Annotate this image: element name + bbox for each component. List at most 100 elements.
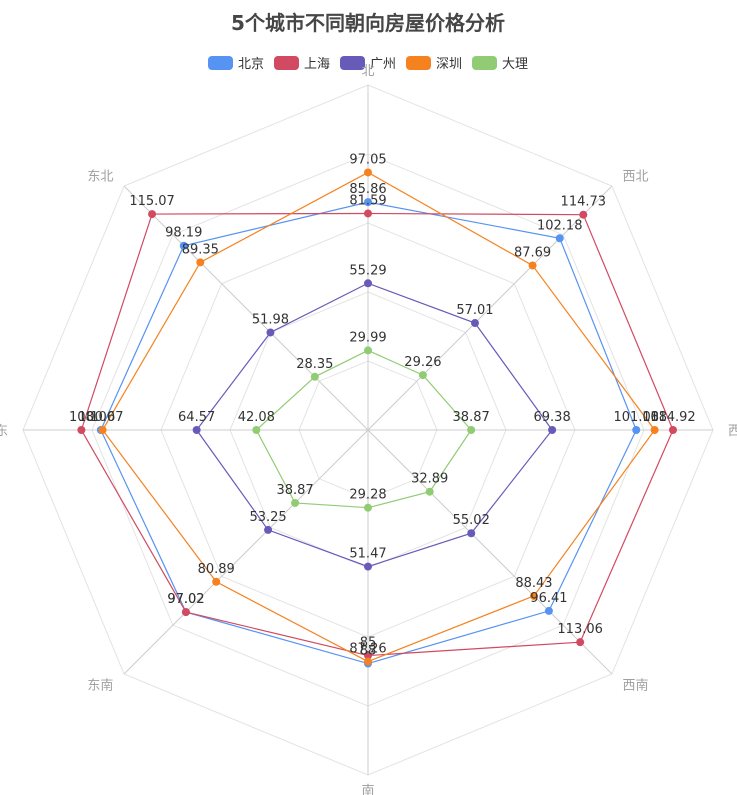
axis-line-7 (123, 185, 369, 431)
data-point[interactable] (632, 426, 641, 434)
data-point[interactable] (470, 319, 479, 328)
legend-item-1[interactable]: 上海 (274, 56, 330, 72)
legend-label: 深圳 (436, 57, 462, 72)
data-point[interactable] (467, 529, 476, 538)
data-point[interactable] (555, 234, 564, 243)
axis-label-7: 东北 (87, 169, 113, 184)
data-point[interactable] (548, 426, 557, 434)
data-label: 100.67 (78, 410, 124, 425)
data-point[interactable] (425, 487, 434, 496)
data-point[interactable] (364, 562, 372, 571)
legend-item-2[interactable]: 广州 (340, 56, 396, 72)
data-point[interactable] (528, 261, 537, 270)
data-point[interactable] (544, 606, 553, 615)
data-label: 97.02 (167, 592, 204, 607)
legend-swatch (472, 56, 497, 70)
chart-title: 5个城市不同朝向房屋价格分析 (231, 11, 505, 35)
data-point[interactable] (364, 503, 372, 512)
data-point[interactable] (364, 198, 372, 207)
data-point[interactable] (179, 241, 188, 250)
data-point[interactable] (418, 371, 427, 380)
legend-swatch (274, 56, 299, 70)
data-label: 55.29 (349, 263, 386, 278)
data-point[interactable] (529, 591, 538, 600)
legend-swatch (340, 56, 365, 70)
legend-label: 大理 (502, 57, 528, 72)
data-point[interactable] (181, 608, 190, 617)
legend-label: 北京 (238, 57, 264, 72)
axis-label-5: 东南 (87, 678, 113, 694)
data-point[interactable] (310, 372, 319, 381)
data-label: 28.35 (296, 357, 333, 372)
data-point[interactable] (467, 426, 476, 434)
data-point[interactable] (364, 651, 372, 660)
data-label: 81.59 (349, 193, 386, 208)
data-label: 55.02 (453, 513, 490, 528)
data-point[interactable] (364, 168, 372, 177)
data-label: 87.69 (514, 245, 551, 260)
data-point[interactable] (364, 657, 372, 666)
data-point[interactable] (650, 426, 659, 434)
legend-swatch (406, 56, 431, 70)
data-point[interactable] (148, 210, 157, 219)
legend-label: 上海 (304, 57, 330, 72)
data-label: 69.38 (534, 410, 571, 425)
data-labels-layer: 85.86102.18101.0896.418897.02100.6798.19… (69, 152, 696, 658)
data-point[interactable] (252, 426, 261, 434)
data-label: 51.98 (252, 312, 289, 327)
data-point[interactable] (364, 346, 372, 355)
data-label: 114.73 (561, 195, 607, 210)
series-line-1 (80, 212, 674, 657)
data-point[interactable] (576, 638, 585, 647)
data-label: 114.92 (650, 410, 696, 425)
data-label: 85 (360, 636, 377, 651)
data-label: 88.43 (515, 576, 552, 591)
data-label: 100 (90, 410, 115, 425)
data-label: 96.41 (530, 591, 567, 606)
data-label: 42.08 (238, 410, 275, 425)
data-point[interactable] (266, 328, 275, 337)
data-point[interactable] (364, 209, 372, 218)
data-label: 113.06 (557, 622, 603, 637)
data-point[interactable] (264, 525, 273, 534)
data-label: 53.25 (249, 510, 286, 525)
data-label: 80.89 (198, 562, 235, 577)
data-label: 29.28 (349, 488, 386, 503)
legend-item-3[interactable]: 深圳 (406, 56, 462, 72)
data-point[interactable] (98, 426, 107, 434)
axis-line-3 (367, 429, 613, 675)
legend-item-4[interactable]: 大理 (472, 56, 528, 72)
data-point[interactable] (196, 258, 205, 267)
data-point[interactable] (77, 426, 86, 434)
data-label: 115.07 (129, 194, 175, 209)
data-point[interactable] (364, 279, 372, 288)
data-label: 64.57 (178, 410, 215, 425)
data-label: 51.47 (349, 547, 386, 562)
legend-swatch (208, 56, 233, 70)
data-label: 32.89 (411, 472, 448, 487)
data-label: 108 (69, 410, 94, 425)
data-point[interactable] (291, 498, 300, 507)
data-label: 97.02 (167, 592, 204, 607)
data-label: 101.08 (614, 410, 660, 425)
axis-label-6: 东 (0, 424, 8, 439)
axis-label-4: 南 (361, 783, 374, 795)
axis-label-0: 北 (361, 64, 374, 79)
legend-item-0[interactable]: 北京 (208, 56, 264, 72)
data-point[interactable] (212, 577, 221, 586)
data-label: 102.18 (537, 218, 583, 233)
data-point[interactable] (579, 210, 588, 219)
axis-label-1: 西北 (623, 169, 649, 184)
legend: 北京 上海广州 深圳 大理 (208, 56, 528, 72)
data-label: 29.26 (404, 355, 441, 370)
data-label: 88 (360, 644, 377, 659)
data-label: 85.86 (349, 182, 386, 197)
data-label: 38.87 (276, 483, 313, 498)
data-point[interactable] (668, 426, 677, 434)
data-label: 108 (642, 410, 667, 425)
axis-line-1 (367, 185, 613, 431)
data-label: 57.01 (456, 303, 493, 318)
data-point[interactable] (192, 426, 201, 434)
